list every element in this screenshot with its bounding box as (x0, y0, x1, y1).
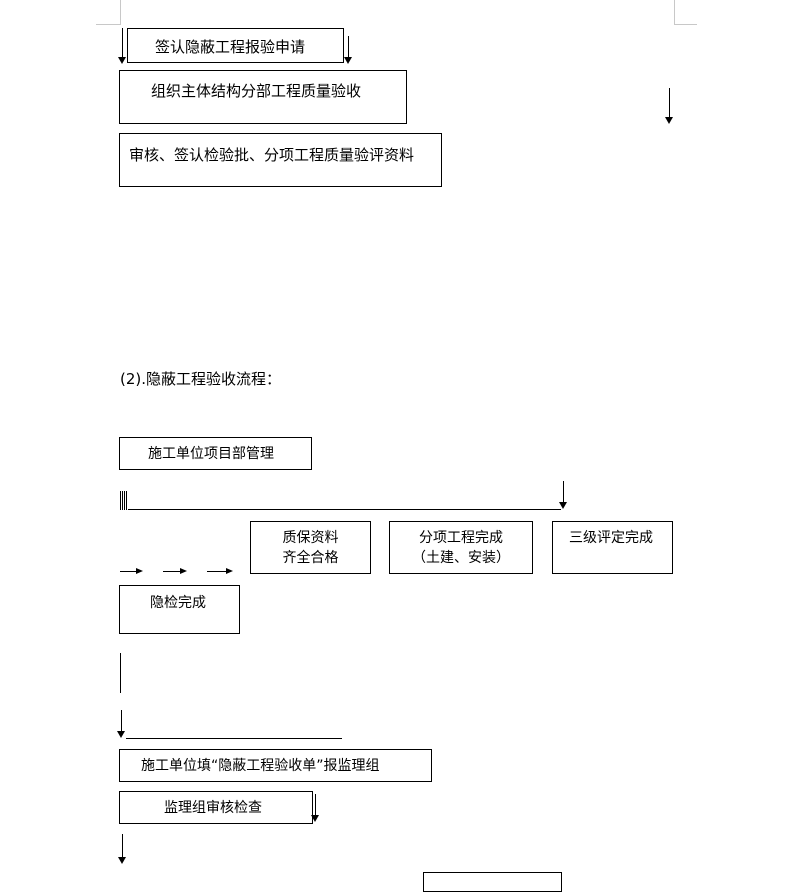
connector-line (122, 28, 123, 58)
connector-line (669, 88, 670, 118)
project-dept-box: 施工单位项目部管理 (119, 437, 312, 470)
connector-line (315, 794, 316, 816)
three-level-box: 三级评定完成 (552, 521, 673, 574)
fill-acceptance-form-box: 施工单位填“隐蔽工程验收单”报监理组 (119, 749, 432, 782)
box-label: 施工单位项目部管理 (148, 446, 274, 462)
box-label-line2: 齐全合格 (282, 550, 339, 566)
section-heading: (2).隐蔽工程验收流程： (120, 370, 282, 388)
box-label: 监理组审核检查 (164, 800, 262, 816)
review-sign-box: 审核、签认检验批、分项工程质量验评资料 (119, 133, 442, 187)
box-label-line2: （土建、安装） (412, 550, 510, 566)
connector-line (122, 834, 123, 858)
box-label: 签认隐蔽工程报验申请 (155, 38, 306, 56)
arrow-down-icon (559, 502, 567, 509)
subitem-complete-box: 分项工程完成 （土建、安装） (389, 521, 533, 574)
arrow-down-icon (311, 815, 319, 822)
quality-docs-box: 质保资料 齐全合格 (250, 521, 371, 574)
connector-line (121, 710, 122, 732)
connector-line (126, 491, 127, 510)
connector-line (120, 491, 121, 510)
page-corner-mark-top-right (674, 0, 697, 25)
arrow-right-icon (180, 568, 187, 574)
connector-line (124, 491, 125, 510)
box-label: 三级评定完成 (569, 530, 653, 546)
box-label-line1: 分项工程完成 (419, 530, 503, 546)
sign-hidden-works-request-box: 签认隐蔽工程报验申请 (127, 28, 344, 63)
supervision-review-box: 监理组审核检查 (119, 791, 313, 824)
connector-line (122, 491, 123, 510)
connector-line (126, 738, 342, 739)
arrow-down-icon (344, 57, 352, 64)
connector-line (120, 571, 136, 572)
arrow-down-icon (118, 857, 126, 864)
connector-line (120, 653, 121, 693)
box-label-line1: 质保资料 (282, 530, 339, 546)
arrow-down-icon (665, 117, 673, 124)
arrow-right-icon (136, 568, 143, 574)
connector-line (207, 571, 226, 572)
arrow-down-icon (117, 731, 125, 738)
organize-acceptance-box: 组织主体结构分部工程质量验收 (119, 70, 407, 124)
box-label: 隐检完成 (150, 595, 206, 611)
box-label: 审核、签认检验批、分项工程质量验评资料 (129, 146, 415, 164)
connector-line (128, 509, 561, 510)
box-label: 组织主体结构分部工程质量验收 (151, 82, 362, 100)
hidden-check-complete-box: 隐检完成 (119, 585, 240, 634)
arrow-down-icon (118, 57, 126, 64)
page-corner-mark-top-left (96, 0, 121, 25)
connector-line (563, 481, 564, 503)
arrow-right-icon (226, 568, 233, 574)
box-label: 施工单位填“隐蔽工程验收单”报监理组 (141, 758, 380, 774)
connector-line (163, 571, 180, 572)
connector-line (348, 36, 349, 58)
next-step-box (423, 872, 562, 892)
